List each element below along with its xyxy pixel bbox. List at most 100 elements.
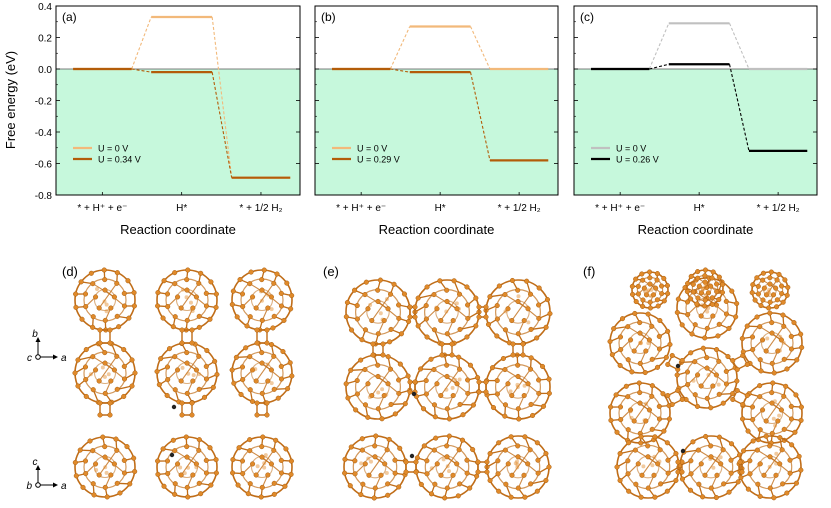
atom: [262, 268, 267, 273]
atom: [516, 417, 521, 422]
connector-line: [471, 26, 490, 69]
atom: [248, 387, 253, 392]
atom: [348, 368, 353, 373]
atom: [103, 375, 107, 379]
hydrogen-atom: [412, 392, 416, 396]
atom: [495, 378, 500, 383]
atom: [133, 371, 138, 376]
atom: [83, 471, 88, 476]
atom: [425, 285, 430, 290]
atom: [440, 353, 445, 358]
atom: [536, 458, 541, 463]
atom: [208, 317, 213, 322]
atom: [769, 390, 774, 395]
atom: [425, 458, 430, 463]
fullerene-cage: [344, 353, 412, 421]
atom: [625, 324, 630, 329]
atom: [764, 419, 769, 424]
axis-origin: [36, 483, 41, 488]
atom: [529, 402, 534, 407]
atom: [740, 402, 745, 407]
atom: [783, 384, 788, 389]
atom: [457, 307, 461, 311]
atom: [240, 377, 245, 382]
atom: [194, 295, 199, 300]
atom: [758, 427, 763, 432]
atom: [88, 439, 93, 444]
hydrogen-atom: [676, 364, 680, 368]
atom: [444, 388, 448, 392]
atom: [368, 395, 372, 399]
atom: [442, 496, 447, 501]
atom: [649, 394, 654, 399]
atom: [372, 496, 377, 501]
atom: [485, 460, 490, 465]
atom: [289, 293, 294, 298]
atom: [506, 462, 511, 467]
atom: [122, 291, 127, 296]
atom: [185, 268, 190, 273]
atom: [248, 481, 253, 486]
atom: [97, 306, 102, 311]
atom: [363, 292, 368, 297]
atom: [523, 495, 528, 500]
atom: [656, 304, 661, 309]
atom: [655, 271, 660, 276]
connector-line: [649, 64, 668, 69]
atom: [789, 443, 794, 448]
atom: [450, 353, 455, 358]
y-tick-label: 0.2: [38, 34, 52, 45]
legend-label: U = 0 V: [357, 144, 387, 154]
atom: [470, 447, 475, 452]
atom: [265, 413, 270, 418]
atom: [425, 335, 430, 340]
atom: [761, 271, 766, 276]
atom: [535, 440, 540, 445]
atom: [392, 282, 397, 287]
atom: [523, 434, 528, 439]
atom: [748, 458, 753, 463]
atom: [755, 315, 760, 320]
atom: [272, 481, 277, 486]
atom: [105, 303, 109, 307]
atom: [190, 341, 195, 346]
negative-region: [56, 69, 300, 195]
atom: [680, 477, 685, 482]
y-tick-label: -0.8: [35, 191, 53, 202]
atom: [191, 379, 196, 384]
atom: [630, 416, 634, 420]
atom: [536, 471, 541, 476]
atom: [757, 463, 761, 467]
atom: [406, 319, 411, 324]
atom: [709, 486, 714, 491]
atom: [509, 434, 514, 439]
atom: [373, 454, 378, 459]
atom: [488, 478, 493, 483]
atom: [521, 353, 526, 358]
atom: [183, 471, 187, 475]
atom: [781, 324, 786, 329]
atom: [422, 444, 427, 449]
atom: [644, 349, 649, 354]
atom: [665, 393, 670, 398]
fullerene-cage: [230, 341, 294, 405]
atom: [279, 471, 284, 476]
atom: [477, 315, 482, 320]
axis-letter: c: [27, 353, 32, 364]
atom: [637, 390, 642, 395]
atom: [650, 383, 655, 388]
atom: [708, 444, 713, 449]
fullerene-cage: [750, 270, 790, 310]
atom: [76, 384, 81, 389]
atom: [788, 458, 793, 463]
atom: [447, 469, 451, 473]
atom: [729, 471, 734, 476]
atom: [90, 448, 95, 453]
atom: [112, 295, 117, 300]
atom: [706, 373, 710, 377]
atom: [184, 350, 189, 355]
atom: [254, 379, 259, 384]
atom: [746, 429, 751, 434]
atom: [632, 349, 637, 354]
atom: [636, 462, 641, 467]
